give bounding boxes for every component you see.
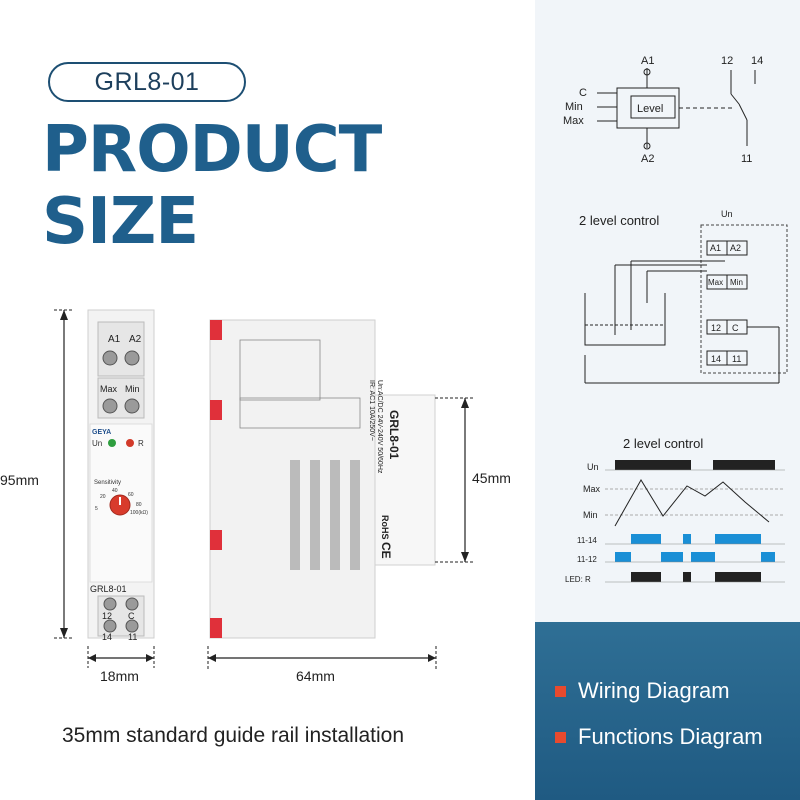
two-level-control-wiring: 2 level control Un A1 A2 Max Min 12 C 14…: [579, 209, 788, 384]
terminal-min: Min: [125, 384, 140, 394]
svg-text:11: 11: [732, 354, 741, 364]
side-model-label: GRL8-01: [387, 410, 401, 460]
front-model-label: GRL8-01: [90, 584, 127, 594]
two-level-title: 2 level control: [579, 213, 659, 228]
depth-label: 64mm: [296, 668, 335, 684]
front-height-label: 45mm: [472, 470, 511, 486]
svg-text:C: C: [579, 87, 587, 99]
led-r-icon: [126, 439, 134, 447]
tank-icon: [584, 293, 666, 346]
wiring-diagram: A1 Level C Min Max A2 12 14 11: [563, 55, 763, 165]
svg-text:11-14: 11-14: [577, 536, 597, 545]
terminal-a2: A2: [129, 334, 142, 345]
svg-text:A1: A1: [710, 243, 721, 253]
svg-text:80: 80: [136, 502, 142, 508]
screw-icon: [103, 597, 117, 611]
svg-text:12: 12: [102, 611, 112, 621]
bullet-icon: [555, 685, 566, 697]
screw-icon: [102, 398, 118, 414]
side-spec-1: Un:AC/DC 24V-240V 50/60Hz: [376, 380, 383, 474]
screw-icon: [124, 350, 140, 366]
legend-functions: Functions Diagram: [555, 724, 763, 750]
svg-text:Max: Max: [708, 278, 723, 287]
rohs-mark: RoHS: [380, 515, 390, 540]
terminal-max: Max: [100, 384, 118, 394]
svg-text:12: 12: [711, 323, 721, 333]
screw-icon: [103, 619, 117, 633]
svg-text:A2: A2: [730, 243, 741, 253]
svg-text:11: 11: [128, 632, 137, 642]
svg-text:Max: Max: [583, 484, 601, 494]
svg-text:LED: R: LED: R: [565, 575, 591, 584]
screw-icon: [125, 597, 139, 611]
led-un-label: Un: [92, 439, 102, 448]
led-un-icon: [108, 439, 116, 447]
svg-text:14: 14: [751, 55, 763, 67]
side-spec-2: IR: AC1 10A/250V~: [368, 380, 375, 441]
led-r-label: R: [138, 439, 144, 448]
legend-functions-label: Functions Diagram: [578, 724, 763, 749]
terminal-a1: A1: [108, 334, 121, 345]
svg-text:Min: Min: [583, 510, 598, 520]
width-label: 18mm: [100, 668, 139, 684]
svg-text:Un: Un: [587, 462, 599, 472]
svg-text:11: 11: [741, 153, 752, 165]
svg-text:12: 12: [721, 55, 733, 67]
screw-icon: [125, 619, 139, 633]
svg-text:C: C: [732, 323, 739, 333]
svg-text:Un: Un: [721, 209, 733, 219]
diagram-panel: [535, 0, 800, 622]
legend-banner: [535, 622, 800, 800]
function-timing-diagram: 2 level control Un Max Min 11-14 11-12 L…: [565, 436, 785, 584]
device-side-view: GRL8-01 Un:AC/DC 24V-240V 50/60Hz IR: AC…: [207, 319, 475, 670]
svg-text:C: C: [128, 611, 135, 621]
model-badge: GRL8-01: [48, 62, 246, 102]
device-front-view: A1 A2 Max Min GEYA Un R Sensitivity 40 6…: [54, 309, 155, 668]
title-size: SIZE: [42, 185, 199, 259]
svg-text:A2: A2: [641, 153, 654, 165]
svg-text:Max: Max: [563, 115, 584, 127]
side-front-block: [374, 394, 436, 566]
legend-wiring-label: Wiring Diagram: [578, 678, 730, 703]
svg-text:Level: Level: [637, 103, 663, 115]
bullet-icon: [555, 731, 566, 743]
svg-text:14: 14: [102, 632, 112, 642]
knob-label: Sensitivity: [94, 480, 121, 486]
svg-text:20: 20: [100, 494, 106, 500]
svg-text:Min: Min: [730, 278, 743, 287]
svg-text:100(kΩ): 100(kΩ): [130, 510, 148, 516]
height-label: 95mm: [0, 472, 39, 488]
screw-icon: [102, 350, 118, 366]
caption: 35mm standard guide rail installation: [62, 724, 405, 747]
svg-text:5: 5: [95, 506, 98, 512]
svg-text:A1: A1: [641, 55, 654, 67]
brand-logo: GEYA: [92, 429, 111, 436]
legend-wiring: Wiring Diagram: [555, 678, 730, 704]
function-title: 2 level control: [623, 436, 703, 451]
svg-text:14: 14: [711, 354, 721, 364]
svg-text:60: 60: [128, 492, 134, 498]
svg-text:40: 40: [112, 488, 118, 494]
title-product: PRODUCT: [42, 113, 382, 187]
screw-icon: [124, 398, 140, 414]
svg-text:11-12: 11-12: [577, 555, 597, 564]
svg-text:Min: Min: [565, 101, 583, 113]
ce-mark: CE: [379, 542, 393, 559]
